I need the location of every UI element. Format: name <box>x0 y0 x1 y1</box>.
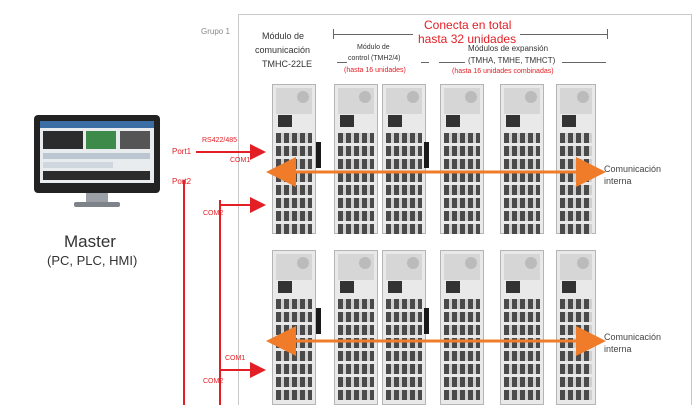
port2-label: Port2 <box>172 177 191 186</box>
bus-bar <box>316 308 321 334</box>
internal-comm-bottom-line2: interna <box>604 344 632 354</box>
com1-label-bottom: COM1 <box>225 355 245 362</box>
bus-bar <box>424 308 429 334</box>
bus-bar <box>316 142 321 168</box>
com1-label-top: COM1 <box>230 157 250 164</box>
internal-comm-bottom-line1: Comunicación <box>604 332 661 342</box>
com2-label-bottom: COM2 <box>203 378 223 385</box>
internal-comm-top-line2: interna <box>604 176 632 186</box>
com2-label-top: COM2 <box>203 210 223 217</box>
rs-label: RS422/485 <box>202 137 237 144</box>
internal-comm-top-line1: Comunicación <box>604 164 661 174</box>
bus-bar <box>424 142 429 168</box>
port1-label: Port1 <box>172 147 191 156</box>
